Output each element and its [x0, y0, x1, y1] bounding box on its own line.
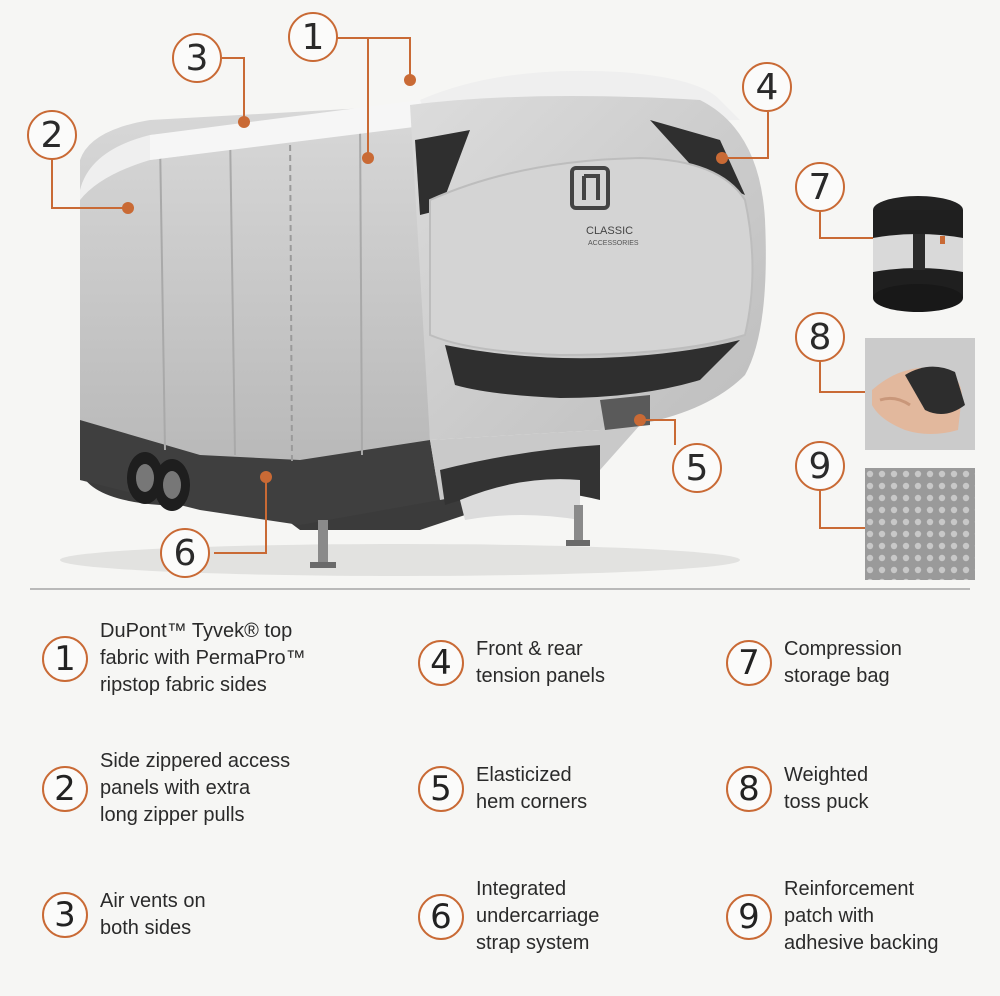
- front-nose: CLASSIC ACCESSORIES: [410, 96, 766, 440]
- legend-number: 8: [726, 766, 772, 812]
- legend-item-9: 9 Reinforcement patch with adhesive back…: [726, 876, 939, 957]
- legend-number: 2: [42, 765, 88, 812]
- legend-text: Integrated undercarriage strap system: [476, 878, 600, 954]
- callout-9: 9: [795, 441, 845, 491]
- callout-1: 1: [288, 12, 338, 62]
- logo-name: CLASSIC: [586, 225, 633, 237]
- legend-text: Side zippered access panels with extra l…: [100, 750, 291, 826]
- legend-text: Compression storage bag: [784, 638, 902, 687]
- legend-text: Front & rear tension panels: [476, 638, 605, 687]
- legend-text: Weighted toss puck: [784, 764, 869, 813]
- legend-number: 1: [42, 635, 88, 682]
- callout-8: 8: [795, 312, 845, 362]
- legend-number: 3: [42, 892, 88, 938]
- legend-text: Reinforcement patch with adhesive backin…: [784, 878, 939, 954]
- legend-item-1: 1 DuPont™ Tyvek® top fabric with PermaPr…: [42, 618, 306, 699]
- callout-2: 2: [27, 110, 77, 160]
- rv-cover-illustration: CLASSIC ACCESSORIES: [51, 37, 975, 580]
- callout-7: 7: [795, 162, 845, 212]
- toss-puck-image: [865, 338, 975, 450]
- storage-bag-image: [873, 196, 963, 312]
- legend-item-4: 4 Front & rear tension panels: [418, 636, 605, 690]
- legend-item-5: 5 Elasticized hem corners: [418, 762, 587, 816]
- trailer-wheels: [127, 452, 190, 511]
- section-divider: [30, 588, 970, 590]
- reinforcement-patch-image: [865, 468, 975, 580]
- logo-sub: ACCESSORIES: [588, 240, 639, 247]
- callout-4: 4: [742, 62, 792, 112]
- legend-item-8: 8 Weighted toss puck: [726, 762, 868, 816]
- undercarriage-front: [310, 395, 650, 568]
- legend-text: DuPont™ Tyvek® top fabric with PermaPro™…: [100, 620, 306, 696]
- callout-3: 3: [172, 33, 222, 83]
- legend-number: 7: [726, 640, 772, 686]
- classic-accessories-logo: CLASSIC ACCESSORIES: [570, 166, 639, 247]
- legend-text: Air vents on both sides: [100, 890, 206, 939]
- legend-text: Elasticized hem corners: [476, 764, 588, 813]
- legend-item-6: 6 Integrated undercarriage strap system: [418, 876, 599, 957]
- legend-item-7: 7 Compression storage bag: [726, 636, 902, 690]
- legend-item-2: 2 Side zippered access panels with extra…: [42, 748, 290, 829]
- legend-number: 6: [418, 893, 464, 940]
- callout-6: 6: [160, 528, 210, 578]
- legend-number: 4: [418, 640, 464, 686]
- legend-item-3: 3 Air vents on both sides: [42, 888, 206, 942]
- callout-5: 5: [672, 443, 722, 493]
- legend-number: 5: [418, 766, 464, 812]
- legend-number: 9: [726, 893, 772, 940]
